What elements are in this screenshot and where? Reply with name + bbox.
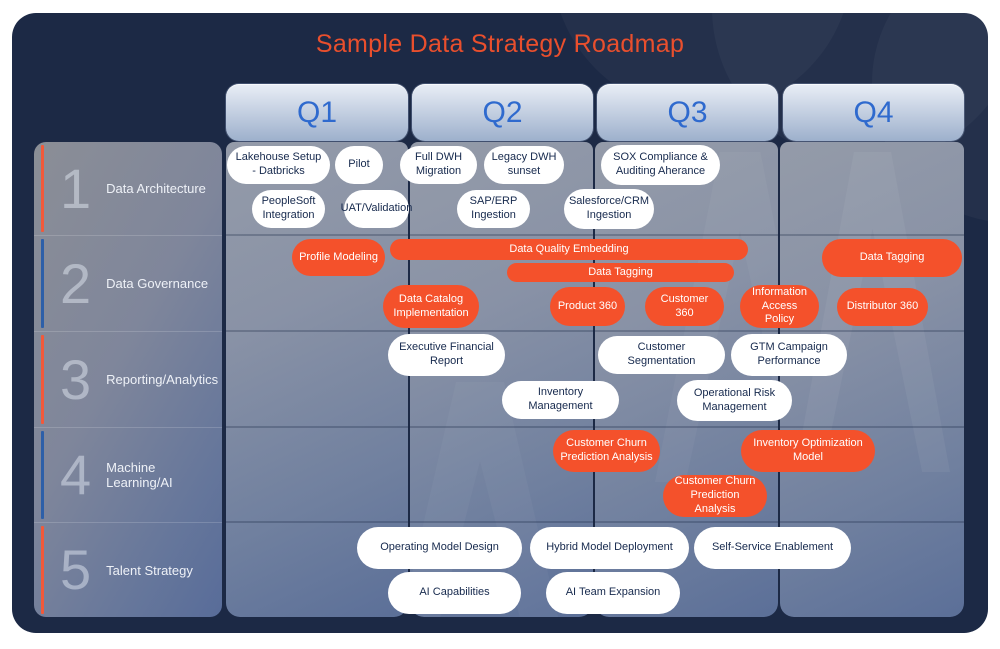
roadmap-item-pill: AI Team Expansion <box>546 572 680 614</box>
roadmap-item-pill: Distributor 360 <box>837 288 928 326</box>
roadmap-item-pill: Product 360 <box>550 287 625 326</box>
quarter-header-q3: Q3 <box>597 84 778 141</box>
quarter-label: Q3 <box>667 95 708 129</box>
roadmap-item-pill: GTM Campaign Performance <box>731 334 847 376</box>
quarter-label: Q1 <box>296 95 338 129</box>
row-label: Machine Learning/AI <box>106 460 173 490</box>
roadmap-item-pill: UAT/Validation <box>341 190 412 228</box>
row-divider <box>226 330 964 332</box>
row-label: Data Architecture <box>106 181 206 196</box>
roadmap-item-pill: Profile Modeling <box>292 239 385 276</box>
roadmap-item-pill: SOX Compliance & Auditing Aherance <box>601 145 720 185</box>
roadmap-item-pill: Operating Model Design <box>357 527 522 569</box>
row-accent-line <box>41 526 44 614</box>
quarter-header-q2: Q2 <box>412 84 593 141</box>
roadmap-item-pill: Customer Churn Prediction Analysis <box>663 475 767 517</box>
roadmap-item-pill: Data Quality Embedding <box>390 239 748 260</box>
row-divider <box>226 521 964 523</box>
row-label: Reporting/Analytics <box>106 372 219 387</box>
page-title: Sample Data Strategy Roadmap <box>315 30 685 58</box>
row-number: 1 <box>60 156 92 220</box>
roadmap-item-pill: Data Tagging <box>507 263 734 282</box>
workstream-panel: 1 Data Architecture 2 Data Governance 3 … <box>34 142 222 617</box>
quarter-header-q4: Q4 <box>783 84 964 141</box>
row-number: 2 <box>60 251 92 315</box>
roadmap-item-pill: Customer Segmentation <box>598 336 725 374</box>
workstream-row-data-architecture: 1 Data Architecture <box>34 142 222 235</box>
row-accent-line <box>41 335 44 424</box>
workstream-row-reporting-analytics: 3 Reporting/Analytics <box>34 331 222 427</box>
quarter-header-q1: Q1 <box>226 84 408 141</box>
row-number: 3 <box>60 347 92 411</box>
roadmap-item-pill: Legacy DWH sunset <box>484 146 564 184</box>
roadmap-item-pill: Inventory Optimization Model <box>741 430 875 472</box>
row-number: 4 <box>60 443 92 506</box>
roadmap-item-pill: Data Catalog Implementation <box>383 285 479 328</box>
roadmap-item-pill: Inventory Management <box>502 381 619 419</box>
roadmap-item-pill: Data Tagging <box>822 239 962 277</box>
roadmap-item-pill: Hybrid Model Deployment <box>530 527 689 569</box>
roadmap-item-pill: SAP/ERP Ingestion <box>457 190 530 228</box>
quarter-label: Q4 <box>853 95 894 129</box>
roadmap-item-pill: Full DWH Migration <box>400 146 477 184</box>
roadmap-item-pill: Customer 360 <box>645 287 724 326</box>
row-label: Data Governance <box>106 276 209 291</box>
row-accent-line <box>41 145 44 232</box>
workstream-row-data-governance: 2 Data Governance <box>34 235 222 331</box>
workstream-row-machine-learning-ai: 4 Machine Learning/AI <box>34 427 222 522</box>
roadmap-item-pill: Lakehouse Setup - Datbricks <box>227 146 330 184</box>
roadmap-item-pill: Pilot <box>335 146 383 184</box>
row-number: 5 <box>60 538 92 601</box>
roadmap-item-pill: AI Capabilities <box>388 572 521 614</box>
row-divider <box>226 426 964 428</box>
roadmap-item-pill: Executive Financial Report <box>388 334 505 376</box>
roadmap-item-pill: Information Access Policy <box>740 285 819 328</box>
roadmap-item-pill: Operational Risk Management <box>677 380 792 421</box>
row-accent-line <box>41 431 44 519</box>
quarter-label: Q2 <box>482 95 523 129</box>
roadmap-item-pill: Customer Churn Prediction Analysis <box>553 430 660 472</box>
workstream-row-talent-strategy: 5 Talent Strategy <box>34 522 222 617</box>
row-divider <box>226 234 964 236</box>
roadmap-item-pill: PeopleSoft Integration <box>252 190 325 228</box>
row-label: Talent Strategy <box>106 562 193 578</box>
roadmap-item-pill: Self-Service Enablement <box>694 527 851 569</box>
roadmap-item-pill: Salesforce/CRM Ingestion <box>564 189 654 229</box>
row-accent-line <box>41 239 44 328</box>
